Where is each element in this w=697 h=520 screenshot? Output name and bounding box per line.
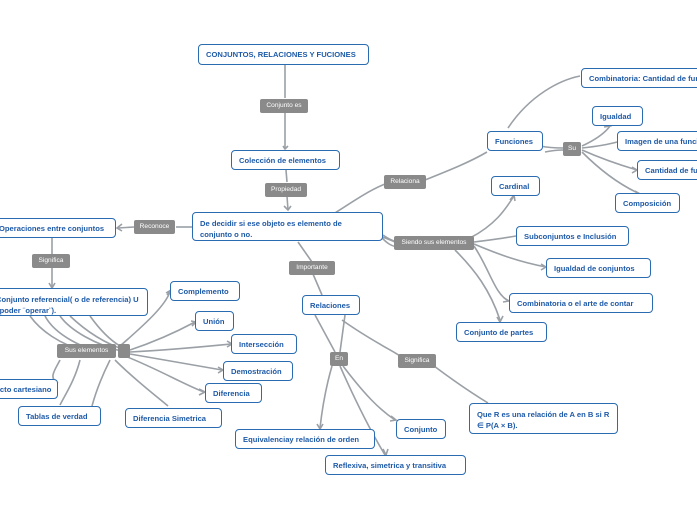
node-conjunto-partes[interactable]: Conjunto de partes xyxy=(456,322,547,342)
node-diferencia-simetrica-text: Diferencia Simetrica xyxy=(133,414,207,423)
node-reflexiva-text: Reflexiva, simetrica y transitiva xyxy=(333,461,447,470)
label-significa-2[interactable]: Significa xyxy=(398,354,436,368)
label-siendo[interactable]: Siendo sus elementos xyxy=(394,236,474,250)
node-diferencia-text: Diferencia xyxy=(213,389,250,398)
node-igualdad[interactable]: Igualdad xyxy=(592,106,643,126)
node-composicion-text: Composición xyxy=(623,199,672,208)
node-complemento[interactable]: Complemento xyxy=(170,281,240,301)
label-sus-elementos-text: Sus elementos xyxy=(64,347,109,354)
label-siendo-text: Siendo sus elementos xyxy=(401,239,467,246)
label-su-text: Su xyxy=(567,145,577,152)
node-decidir[interactable]: De decidir si ese objeto es elemento de … xyxy=(192,212,383,241)
node-reflexiva[interactable]: Reflexiva, simetrica y transitiva xyxy=(325,455,466,475)
node-funciones-text: Funciones xyxy=(495,137,533,146)
node-title-text: CONJUNTOS, RELACIONES Y FUCIONES xyxy=(206,50,356,59)
node-producto-cartesiano-text: Producto cartesiano xyxy=(0,385,52,394)
node-equivalencia-text: Equivalenciay relación de orden xyxy=(243,435,360,444)
label-conjunto-es-text: Conjunto es xyxy=(266,102,302,109)
node-imagen-text: Imagen de una función xyxy=(625,137,697,146)
label-relaciona[interactable]: Relaciona xyxy=(384,175,426,189)
node-diferencia[interactable]: Diferencia xyxy=(205,383,262,403)
label-propiedad[interactable]: Propiedad xyxy=(265,183,307,197)
label-conjunto-es[interactable]: Conjunto es xyxy=(260,99,308,113)
node-decidir-text: De decidir si ese objeto es elemento de … xyxy=(200,219,342,239)
label-en-text: En xyxy=(334,355,344,362)
node-operaciones[interactable]: Operaciones entre conjuntos xyxy=(0,218,116,238)
node-conjunto[interactable]: Conjunto xyxy=(396,419,446,439)
label-significa-1[interactable]: Significa xyxy=(32,254,70,268)
node-producto-cartesiano[interactable]: Producto cartesiano xyxy=(0,379,58,399)
node-tablas-verdad[interactable]: Tablas de verdad xyxy=(18,406,101,426)
label-propiedad-text: Propiedad xyxy=(270,186,302,193)
node-combinatoria-contar[interactable]: Combinatoria o el arte de contar xyxy=(509,293,653,313)
node-que-r[interactable]: Que R es una relación de A en B si R ∈ P… xyxy=(469,403,618,434)
label-reconoce-text: Reconoce xyxy=(139,223,170,230)
node-title[interactable]: CONJUNTOS, RELACIONES Y FUCIONES xyxy=(198,44,369,65)
node-combinatoria-contar-text: Combinatoria o el arte de contar xyxy=(517,299,634,308)
node-igualdad-conjuntos-text: Igualdad de conjuntos xyxy=(554,264,635,273)
label-reconoce[interactable]: Reconoce xyxy=(134,220,175,234)
label-significa-1-text: Significa xyxy=(38,257,64,264)
label-importante-text: Importante xyxy=(296,264,328,271)
node-union-text: Unión xyxy=(203,317,225,326)
label-importante[interactable]: Importante xyxy=(289,261,335,275)
node-combinatoria-cantidad-text: Combinatoria: Cantidad de funciones xyxy=(589,74,697,83)
node-combinatoria-cantidad[interactable]: Combinatoria: Cantidad de funciones xyxy=(581,68,697,88)
node-cardinal-text: Cardinal xyxy=(499,182,530,191)
node-union[interactable]: Unión xyxy=(195,311,234,331)
node-conjunto-referencial-text: Conjunto referencial( o de referencia) U… xyxy=(0,295,139,315)
node-conjunto-partes-text: Conjunto de partes xyxy=(464,328,534,337)
node-coleccion[interactable]: Colección de elementos xyxy=(231,150,340,170)
node-tablas-verdad-text: Tablas de verdad xyxy=(26,412,88,421)
node-complemento-text: Complemento xyxy=(178,287,229,296)
label-sus-elementos-handle[interactable] xyxy=(118,344,130,358)
label-su[interactable]: Su xyxy=(563,142,581,156)
label-significa-2-text: Significa xyxy=(404,357,430,364)
node-conjunto-referencial[interactable]: Conjunto referencial( o de referencia) U… xyxy=(0,288,148,316)
label-sus-elementos[interactable]: Sus elementos xyxy=(57,344,116,358)
node-relaciones-text: Relaciones xyxy=(310,301,351,310)
node-igualdad-conjuntos[interactable]: Igualdad de conjuntos xyxy=(546,258,651,278)
node-operaciones-text: Operaciones entre conjuntos xyxy=(0,224,105,233)
node-cantidad-text: Cantidad de funciones xyxy=(645,166,697,175)
node-funciones[interactable]: Funciones xyxy=(487,131,543,151)
node-demostracion[interactable]: Demostración xyxy=(223,361,293,381)
node-interseccion[interactable]: Intersección xyxy=(231,334,297,354)
node-diferencia-simetrica[interactable]: Diferencia Simetrica xyxy=(125,408,222,428)
node-cantidad[interactable]: Cantidad de funciones xyxy=(637,160,697,180)
node-imagen[interactable]: Imagen de una función xyxy=(617,131,697,151)
node-interseccion-text: Intersección xyxy=(239,340,284,349)
node-igualdad-text: Igualdad xyxy=(600,112,632,121)
label-relaciona-text: Relaciona xyxy=(390,178,420,185)
node-composicion[interactable]: Composición xyxy=(615,193,680,213)
node-subconjuntos-text: Subconjuntos e Inclusión xyxy=(524,232,617,241)
node-equivalencia[interactable]: Equivalenciay relación de orden xyxy=(235,429,375,449)
node-relaciones[interactable]: Relaciones xyxy=(302,295,360,315)
node-cardinal[interactable]: Cardinal xyxy=(491,176,540,196)
label-en[interactable]: En xyxy=(330,352,348,366)
node-coleccion-text: Colección de elementos xyxy=(239,156,326,165)
node-subconjuntos[interactable]: Subconjuntos e Inclusión xyxy=(516,226,629,246)
node-que-r-text: Que R es una relación de A en B si R ∈ P… xyxy=(477,410,610,430)
node-demostracion-text: Demostración xyxy=(231,367,282,376)
node-conjunto-text: Conjunto xyxy=(404,425,438,434)
